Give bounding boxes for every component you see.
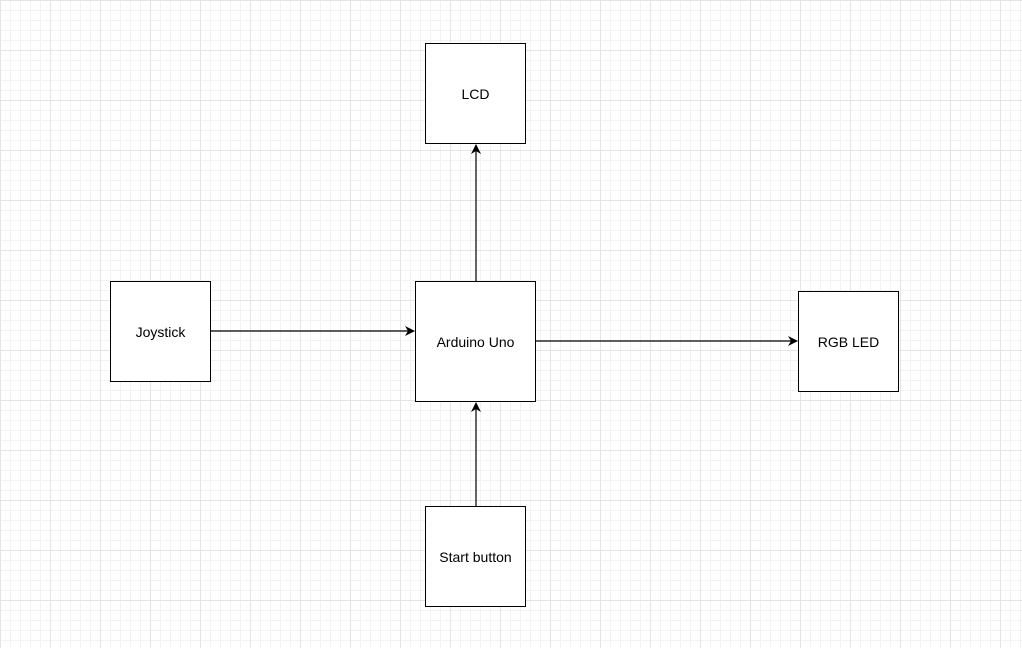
node-lcd[interactable]: LCD: [425, 43, 526, 144]
node-arduino-uno-label: Arduino Uno: [436, 333, 515, 350]
node-start-button-label: Start button: [439, 548, 512, 565]
node-lcd-label: LCD: [461, 85, 490, 102]
node-rgb-led-label: RGB LED: [817, 333, 880, 350]
node-joystick[interactable]: Joystick: [110, 281, 211, 382]
node-arduino-uno[interactable]: Arduino Uno: [415, 281, 536, 402]
node-joystick-label: Joystick: [135, 323, 186, 340]
node-rgb-led[interactable]: RGB LED: [798, 291, 899, 392]
node-start-button[interactable]: Start button: [425, 506, 526, 607]
